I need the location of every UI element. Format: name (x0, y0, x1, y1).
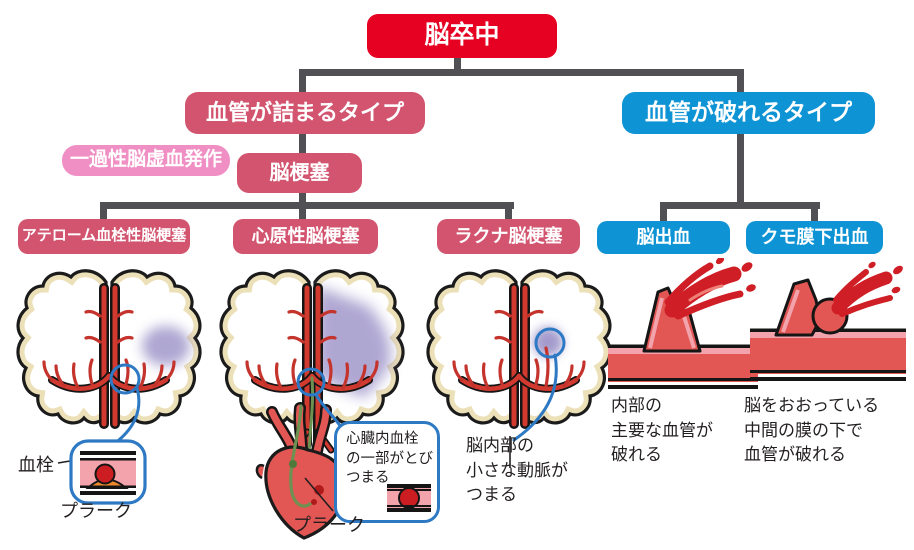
brain-lacunar-illustration (426, 269, 612, 429)
lacunar-note: 脳内部の 小さな動脈が つまる (466, 436, 568, 505)
heart-illustration (255, 402, 346, 540)
brain-atherothrombotic-illustration (16, 269, 202, 429)
brain-cardiogenic-illustration (219, 269, 405, 456)
connector-clog-drop (299, 69, 306, 95)
node-stroke-root: 脳卒中 (367, 14, 557, 58)
connector-burst-drop (737, 69, 744, 95)
connector-stub-athero (100, 206, 107, 221)
node-tia: 一過性脳虚血発作 (62, 145, 230, 176)
connector-infarct-stub (299, 191, 306, 205)
aneurysm-rupture-illustration (750, 261, 906, 381)
connector-stub-cardio (299, 206, 306, 221)
embolus-path-line (289, 404, 312, 508)
ruptured-vessel-illustration (608, 258, 758, 389)
plaque-label-2: プラーク (293, 515, 365, 535)
cardiac-thrombus-dot (314, 485, 324, 495)
connector-clog-infarct (299, 132, 306, 155)
clot-site-highlight-circle (296, 367, 326, 397)
node-atherothrombotic: アテローム血栓性脳梗塞 (18, 219, 190, 254)
connector-root-stub (454, 56, 461, 72)
connector-stub-subarachnoid (811, 206, 818, 223)
cardiac-thrombus-dot (311, 499, 317, 505)
node-cerebral-infarction: 脳梗塞 (237, 153, 362, 193)
subarachnoid-note: 脳をおおっている 中間の膜の下で 血管が破れる (744, 396, 880, 465)
connector-stub-hemorrhage (660, 206, 667, 223)
hemorrhage-note: 内部の 主要な血管が 破れる (611, 396, 713, 465)
node-lacunar: ラクナ脳梗塞 (437, 219, 580, 254)
thrombus-shape (94, 463, 116, 485)
connector-bar-infarct-types (100, 202, 514, 209)
blood-spray-shape (664, 258, 756, 320)
plaque-label-1: プラーク (60, 501, 132, 521)
cardiac-embolism-callout: 心臓内血栓 の一部がとび つまる (334, 421, 440, 523)
blood-spray-shape (831, 261, 903, 317)
node-hemorrhage: 脳出血 (597, 221, 730, 254)
connector-burst-bar (737, 132, 744, 204)
embolus-path-line (307, 376, 315, 456)
clogged-vessel-icon (387, 484, 431, 512)
node-subarachnoid: クモ膜下出血 (746, 221, 883, 254)
node-burst-type: 血管が破れるタイプ (622, 92, 875, 134)
node-clog-type: 血管が詰まるタイプ (185, 92, 425, 134)
connector-stub-lacunar (505, 206, 512, 221)
connector-bar-level1 (299, 69, 744, 76)
node-cardiogenic: 心原性脳梗塞 (233, 219, 378, 254)
cardiac-embolism-callout-text: 心臓内血栓 の一部がとび つまる (346, 431, 433, 487)
connector-bar-burst-types (660, 202, 820, 209)
thrombus-label: 血栓 (18, 455, 54, 475)
